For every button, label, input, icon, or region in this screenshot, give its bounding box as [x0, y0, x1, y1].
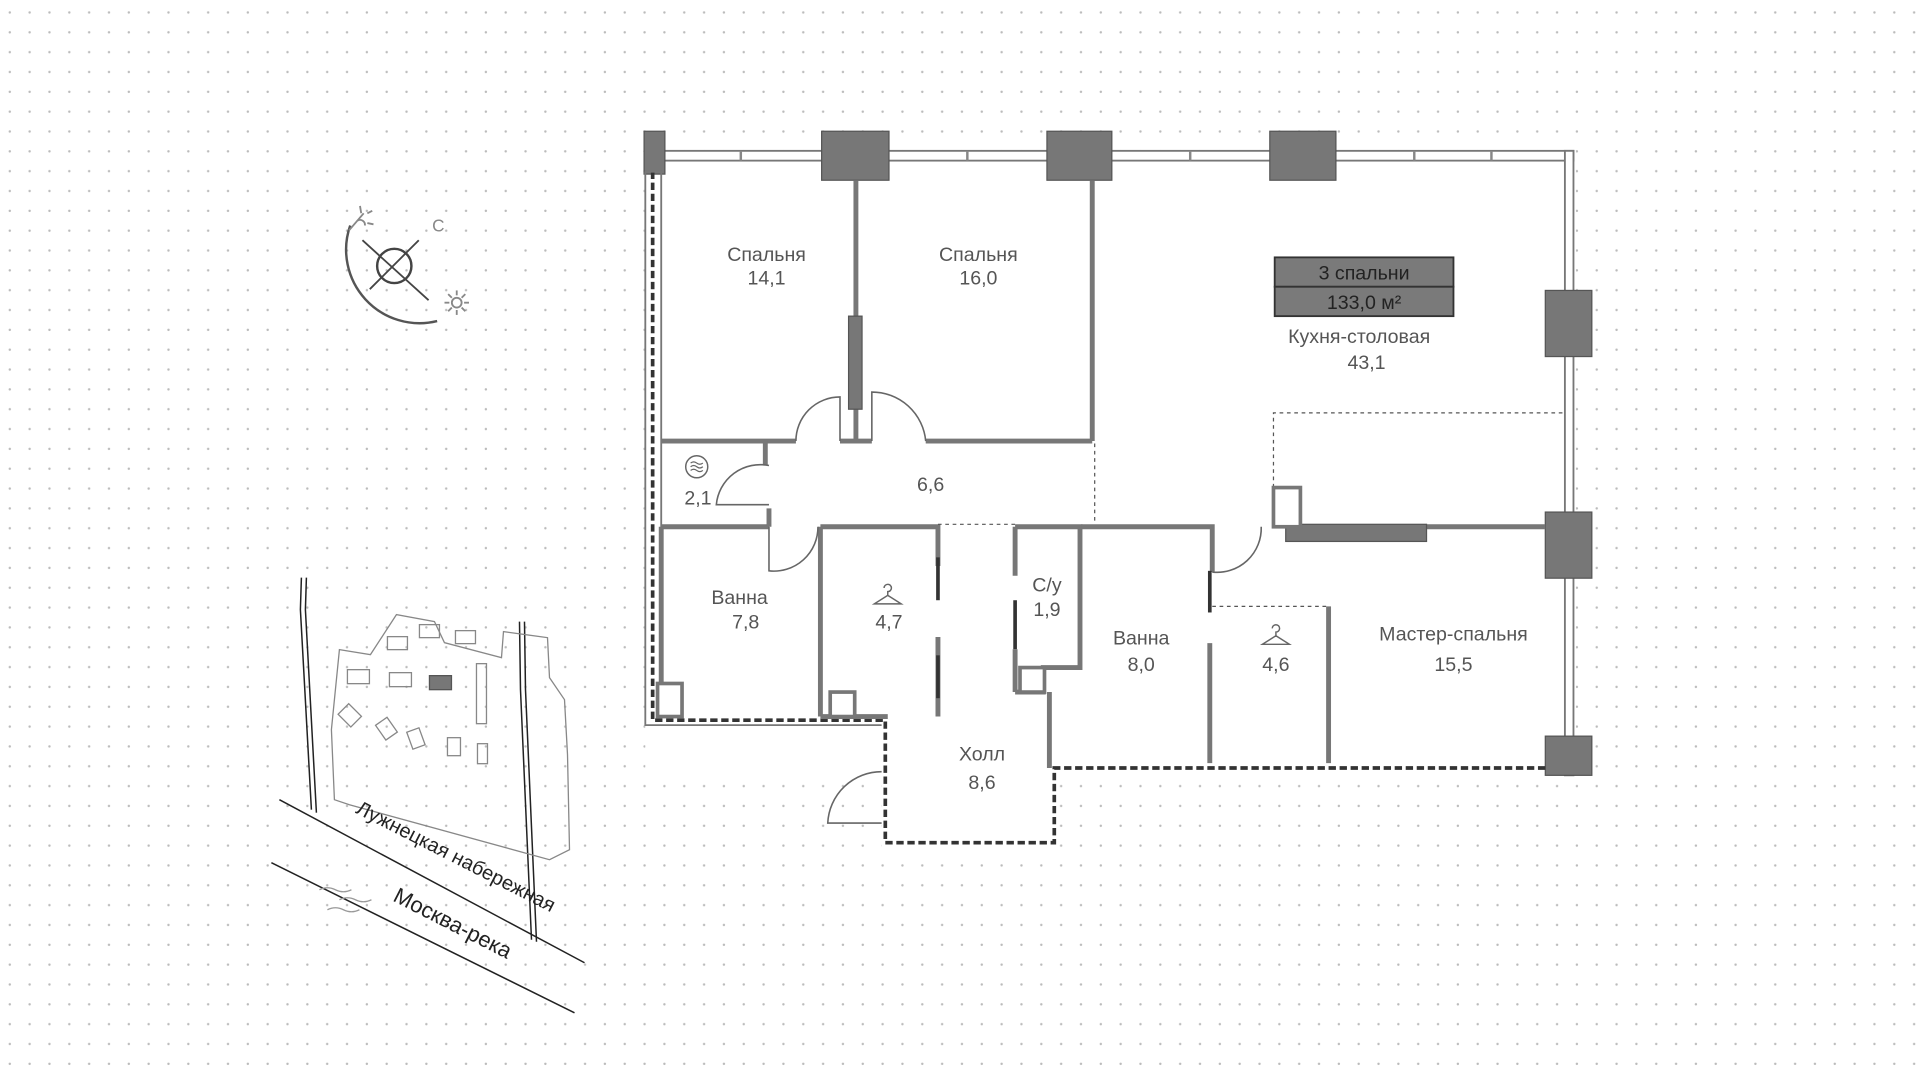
- apartment-plan: 3 спальни 133,0 м² Спальня 14,1 Спальня …: [643, 130, 1593, 848]
- room-name: Ванна: [1113, 627, 1170, 649]
- ventilation-icon: [684, 455, 709, 479]
- hanger-icon: [871, 583, 904, 605]
- shaft: [655, 681, 684, 719]
- room-name: Спальня: [939, 244, 1018, 266]
- apartment-summary: 3 спальни 133,0 м²: [1273, 256, 1455, 318]
- compass-rose-icon: [375, 247, 413, 285]
- room-name: Холл: [959, 744, 1005, 766]
- window-wall-top: [660, 149, 1575, 162]
- column: [1544, 735, 1593, 776]
- exterior-wall: [650, 171, 1546, 845]
- column: [1544, 289, 1593, 358]
- room-name: Кухня-столовая: [1288, 326, 1430, 348]
- window-wall-right: [1563, 149, 1575, 777]
- room-name: С/у: [1032, 575, 1062, 597]
- room-area: 1,9: [1033, 599, 1060, 621]
- column: [1046, 130, 1113, 181]
- room-area: 2,1: [684, 488, 711, 510]
- shaft: [828, 690, 857, 719]
- room-area: 4,6: [1262, 654, 1289, 676]
- partition-block: [847, 315, 863, 410]
- room-area: 8,6: [968, 772, 995, 794]
- room-area: 7,8: [732, 611, 759, 633]
- room-name: Мастер-спальня: [1379, 624, 1528, 646]
- north-label: С: [432, 216, 444, 236]
- room-area: 14,1: [747, 267, 785, 289]
- column: [1544, 511, 1593, 579]
- column: [821, 130, 890, 181]
- column: [643, 130, 666, 175]
- shaft: [1018, 665, 1047, 694]
- shaft: [1271, 485, 1303, 529]
- room-area: 4,7: [875, 611, 902, 633]
- partition-block: [1285, 523, 1428, 543]
- water-waves-icon: [319, 887, 372, 913]
- room-area: 16,0: [959, 267, 997, 289]
- room-area: 6,6: [917, 474, 944, 496]
- room-name: Спальня: [727, 244, 806, 266]
- room-area: 15,5: [1434, 654, 1472, 676]
- room-area: 8,0: [1128, 654, 1155, 676]
- sunrise-icon: [348, 205, 374, 232]
- hanger-icon: [1259, 624, 1292, 646]
- compass: С: [344, 205, 469, 325]
- doors: [715, 391, 1263, 824]
- sunset-icon: [444, 290, 469, 315]
- bedrooms-count: 3 спальни: [1319, 262, 1410, 284]
- total-area: 133,0 м²: [1327, 292, 1402, 314]
- column: [1269, 130, 1337, 181]
- room-name: Ванна: [711, 587, 768, 609]
- room-area: 43,1: [1347, 352, 1385, 374]
